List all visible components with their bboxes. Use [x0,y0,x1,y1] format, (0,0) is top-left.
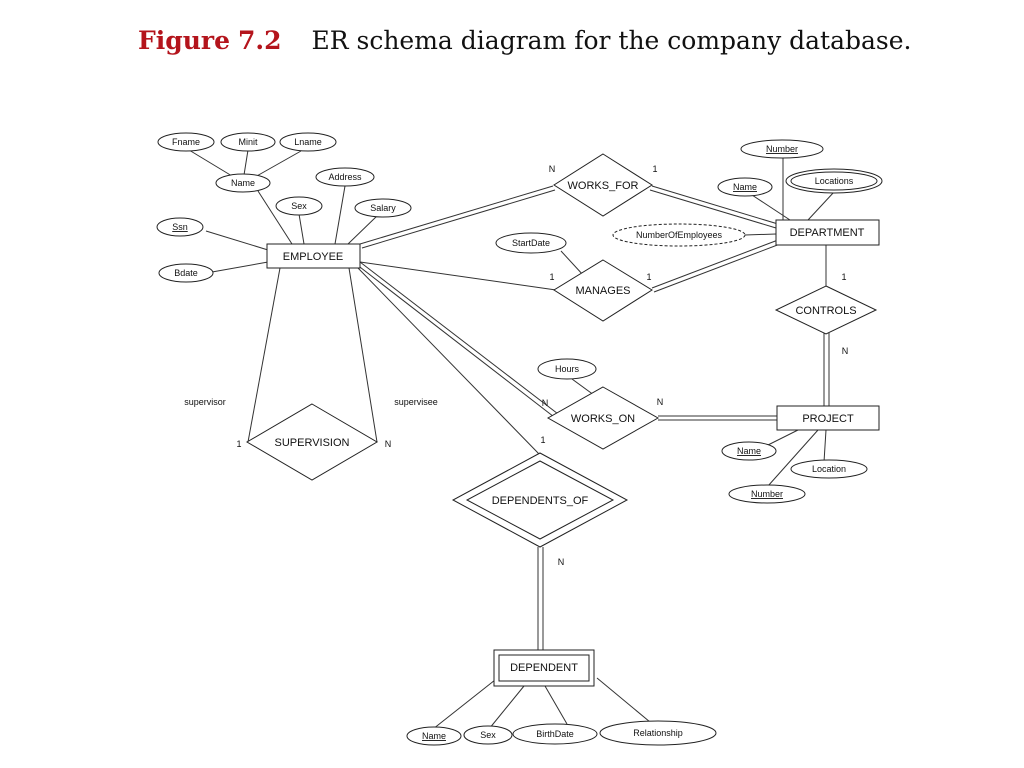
cardinality-labels: N 1 1 1 1 N N N 1 N 1 N [236,164,848,567]
cardinality-manages-employee: 1 [549,272,554,282]
attr-relationship: Relationship [599,720,717,746]
attr-department-number-key: Number [740,139,824,159]
figure-title: ER schema diagram for the company databa… [311,26,912,55]
entity-department-label: DEPARTMENT [790,227,865,239]
attr-project-name-key: Name [721,441,777,461]
attr-sex: Sex [275,196,323,216]
svg-text:Locations: Locations [815,176,854,186]
attr-dependent-sex: Sex [463,725,513,745]
entity-project-label: PROJECT [802,413,854,425]
cardinality-supervision-supervisee: N [385,439,392,449]
relationship-works-on: WORKS_ON [546,386,660,450]
figure-label: Figure [138,26,230,55]
svg-text:Name: Name [733,182,757,192]
cardinality-works-for-department: 1 [652,164,657,174]
attr-hours: Hours [537,358,597,380]
cardinality-works-for-employee: N [549,164,556,174]
svg-text:NumberOfEmployees: NumberOfEmployees [636,230,723,240]
svg-text:Name: Name [422,731,446,741]
entity-dependent-label: DEPENDENT [510,662,578,674]
attr-birth-date: BirthDate [512,723,598,745]
svg-text:Number: Number [751,489,783,499]
cardinality-dependents-of-dependent: N [558,557,565,567]
svg-text:Address: Address [328,172,362,182]
svg-text:Ssn: Ssn [172,222,188,232]
relationship-controls: CONTROLS [774,285,878,335]
svg-text:StartDate: StartDate [512,238,550,248]
svg-text:Minit: Minit [238,137,258,147]
attr-number-of-employees-derived: NumberOfEmployees [612,223,746,247]
svg-text:Relationship: Relationship [633,728,683,738]
attr-dependent-name-partial-key: Name [406,726,462,746]
svg-text:Bdate: Bdate [174,268,198,278]
svg-text:Name: Name [231,178,255,188]
relationship-works-for-label: WORKS_FOR [568,180,639,192]
svg-text:Lname: Lname [294,137,322,147]
svg-text:Sex: Sex [480,730,496,740]
figure-number: 7.2 [237,26,282,55]
cardinality-manages-department: 1 [646,272,651,282]
svg-text:BirthDate: BirthDate [536,729,574,739]
attr-bdate: Bdate [158,263,214,283]
svg-text:Sex: Sex [291,201,307,211]
attr-fname: Fname [157,132,215,152]
svg-text:Salary: Salary [370,203,396,213]
entity-department: DEPARTMENT [775,219,880,246]
relationship-manages: MANAGES [553,259,653,322]
role-supervisee: supervisee [394,397,438,407]
attr-project-number-key: Number [728,484,806,504]
attr-ssn-key: Ssn [156,217,204,237]
relationship-supervision-label: SUPERVISION [275,437,350,449]
relationship-supervision: SUPERVISION [246,403,378,481]
entity-employee-label: EMPLOYEE [283,251,344,263]
role-supervisor: supervisor [184,397,226,407]
cardinality-dependents-of-employee: 1 [540,435,545,445]
svg-text:Hours: Hours [555,364,580,374]
svg-text:Name: Name [737,446,761,456]
attr-start-date: StartDate [495,232,567,254]
attributes: Fname Minit Lname Name Address Sex Salar… [156,132,883,746]
attr-salary: Salary [354,198,412,218]
attr-locations-multivalued: Locations [785,168,883,194]
attr-employee-name: Name [215,173,271,193]
weak-entity-dependent: DEPENDENT [493,649,595,687]
attr-minit: Minit [220,132,276,152]
relationship-controls-label: CONTROLS [795,305,856,317]
svg-text:Number: Number [766,144,798,154]
relationship-manages-label: MANAGES [575,285,630,297]
attr-department-name-key: Name [717,177,773,197]
attr-address: Address [315,167,375,187]
entity-project: PROJECT [776,405,880,431]
svg-text:Fname: Fname [172,137,200,147]
attr-lname: Lname [279,132,337,152]
cardinality-controls-project: N [842,346,849,356]
svg-text:Location: Location [812,464,846,474]
entity-employee: EMPLOYEE [266,243,361,269]
attr-project-location: Location [790,459,868,479]
relationship-works-on-label: WORKS_ON [571,413,635,425]
cardinality-works-on-employee: N [542,398,549,408]
cardinality-controls-department: 1 [841,272,846,282]
relationship-works-for: WORKS_FOR [553,153,653,217]
cardinality-supervision-supervisor: 1 [236,439,241,449]
relationship-dependents-of-label: DEPENDENTS_OF [492,495,589,507]
identifying-relationship-dependents-of: DEPENDENTS_OF [451,452,629,548]
cardinality-works-on-project: N [657,397,664,407]
